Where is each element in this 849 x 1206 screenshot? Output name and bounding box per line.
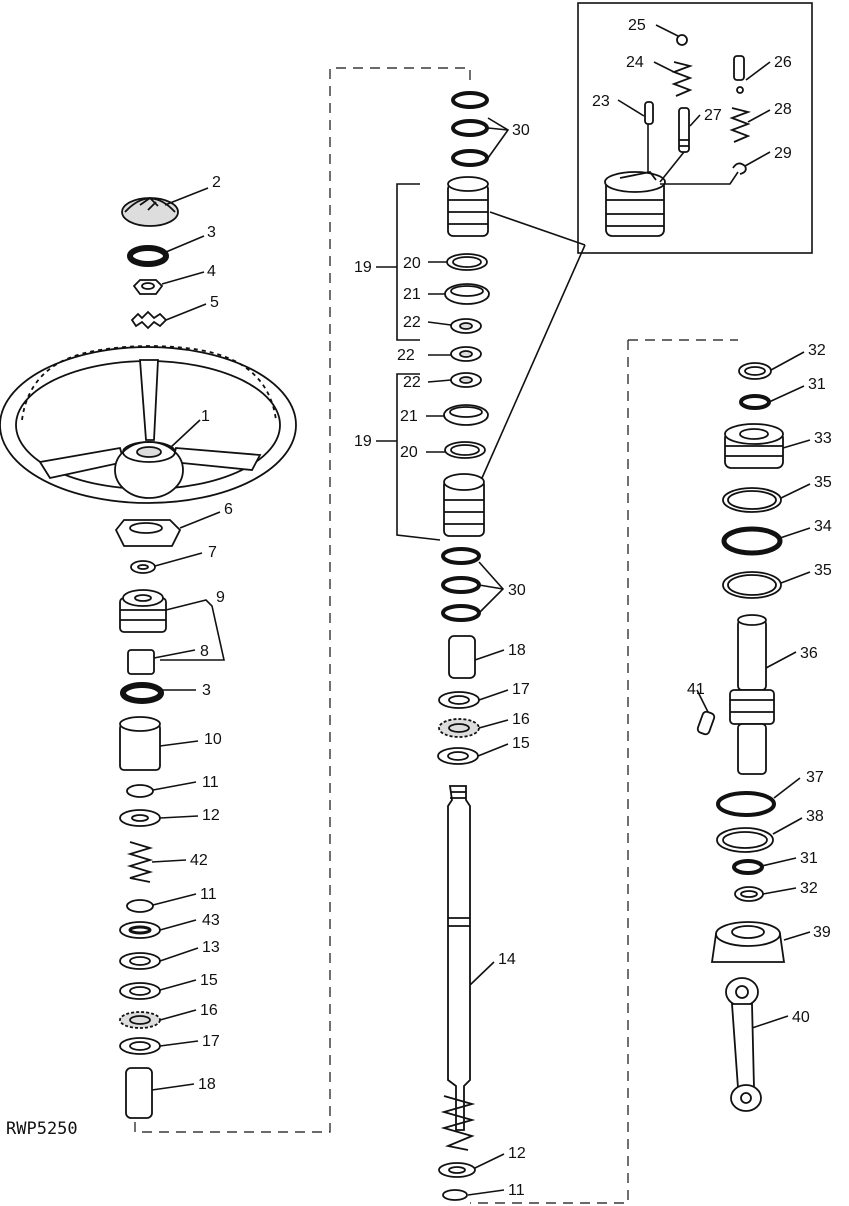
- callout-6: 6: [224, 501, 233, 518]
- part-o-ring-lower: [120, 682, 164, 704]
- part-snap-ring-2: [126, 899, 154, 913]
- part-sleeve-18: [125, 1067, 153, 1119]
- callout-35-top: 35: [814, 474, 832, 491]
- part-sleeve-10: [119, 716, 161, 771]
- callout-33: 33: [814, 430, 832, 447]
- callout-43: 43: [202, 912, 220, 929]
- middle-column-parts: [396, 91, 586, 1201]
- part-cap: [121, 196, 179, 227]
- callout-11: 11: [202, 774, 219, 791]
- part-valve-spool-top: [447, 176, 489, 237]
- part-washer-7: [130, 560, 156, 574]
- dashed-outlines: [134, 2, 813, 1204]
- callout-11-bottom: 11: [508, 1182, 525, 1199]
- callout-19-bottom: 19: [354, 433, 372, 450]
- callout-18: 18: [198, 1076, 216, 1093]
- callout-23: 23: [592, 93, 610, 110]
- part-gland-33: [724, 423, 784, 469]
- callout-18-mid: 18: [508, 642, 526, 659]
- callout-2: 2: [212, 174, 221, 191]
- leader-lines: [151, 24, 811, 1196]
- part-snap-ring: [126, 784, 154, 798]
- callout-32-top: 32: [808, 342, 826, 359]
- callout-9: 9: [216, 589, 225, 606]
- callout-30-bottom: 30: [508, 582, 526, 599]
- callout-10: 10: [204, 731, 222, 748]
- part-bearing-16: [119, 1011, 161, 1029]
- part-washer-12: [119, 809, 161, 827]
- part-nut-small: [132, 279, 164, 295]
- callout-15: 15: [200, 972, 218, 989]
- callout-16: 16: [200, 1002, 218, 1019]
- part-washer-43: [119, 921, 161, 939]
- callout-27: 27: [704, 107, 722, 124]
- callout-12-bottom: 12: [508, 1145, 526, 1162]
- callout-39: 39: [813, 924, 831, 941]
- part-steering-shaft: [440, 785, 476, 1151]
- callout-12: 12: [202, 807, 220, 824]
- callout-22-top: 22: [403, 314, 421, 331]
- part-o-ring: [127, 245, 169, 267]
- callout-21-bottom: 21: [400, 408, 418, 425]
- callout-17: 17: [202, 1033, 220, 1050]
- part-rod-end-40: [725, 977, 762, 1112]
- callout-25: 25: [628, 17, 646, 34]
- callout-11-b: 11: [200, 886, 217, 903]
- callout-5: 5: [210, 294, 219, 311]
- callout-19-top: 19: [354, 259, 372, 276]
- callout-28: 28: [774, 101, 792, 118]
- callout-1: 1: [201, 408, 210, 425]
- callout-32-bottom: 32: [800, 880, 818, 897]
- callout-24: 24: [626, 54, 644, 71]
- drawing-code: RWP5250: [6, 1119, 78, 1139]
- callout-labels: 2 3 4 5 1 6 7 9 8 3 10 11 12 42 11 43 13…: [6, 17, 832, 1199]
- callout-31-bottom: 31: [800, 850, 818, 867]
- callout-7: 7: [208, 544, 217, 561]
- part-race-17: [119, 1037, 161, 1055]
- callout-35-bottom: 35: [814, 562, 832, 579]
- callout-34: 34: [814, 518, 832, 535]
- callout-22-bottom: 22: [403, 374, 421, 391]
- callout-20-bottom: 20: [400, 444, 418, 461]
- callout-22-mid: 22: [397, 347, 415, 364]
- inset-detail-parts: [604, 34, 752, 237]
- part-hex-nut: [114, 519, 182, 547]
- part-piston-36: [729, 614, 775, 775]
- callout-13: 13: [202, 939, 220, 956]
- steering-wheel: [0, 345, 297, 504]
- callout-8: 8: [200, 643, 209, 660]
- part-spring-42: [126, 841, 154, 883]
- part-pin-41: [696, 710, 716, 736]
- part-bushing-8: [127, 649, 155, 675]
- callout-16-mid: 16: [512, 711, 530, 728]
- callout-40: 40: [792, 1009, 810, 1026]
- callout-21-top: 21: [403, 286, 421, 303]
- callout-30-top: 30: [512, 122, 530, 139]
- part-race-15: [119, 982, 161, 1000]
- part-valve-spool-bottom: [443, 473, 485, 537]
- left-column-parts: [0, 196, 297, 1119]
- part-housing-9: [119, 589, 167, 633]
- callout-3-lower: 3: [202, 682, 211, 699]
- callout-36: 36: [800, 645, 818, 662]
- detail-inset-box: [577, 2, 813, 254]
- callout-17-mid: 17: [512, 681, 530, 698]
- part-star-washer: [130, 310, 168, 330]
- callout-14: 14: [498, 951, 516, 968]
- callout-20-top: 20: [403, 255, 421, 272]
- callout-41: 41: [687, 681, 705, 698]
- callout-26: 26: [774, 54, 792, 71]
- callout-42: 42: [190, 852, 208, 869]
- callout-4: 4: [207, 263, 216, 280]
- callout-37: 37: [806, 769, 824, 786]
- callout-31-top: 31: [808, 376, 826, 393]
- callout-38: 38: [806, 808, 824, 825]
- callout-15-mid: 15: [512, 735, 530, 752]
- right-column-parts: [696, 362, 786, 1112]
- part-end-cap-39: [710, 921, 786, 963]
- callout-3: 3: [207, 224, 216, 241]
- part-washer-13: [119, 952, 161, 970]
- callout-29: 29: [774, 145, 792, 162]
